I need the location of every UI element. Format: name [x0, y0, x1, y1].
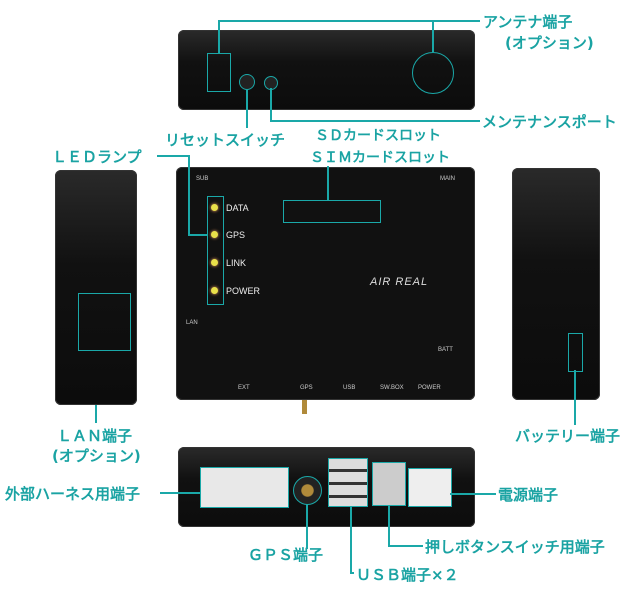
led-text: GPS	[226, 230, 246, 240]
led-text: LINK	[226, 258, 247, 268]
gps-connector	[293, 476, 322, 505]
led-data	[211, 204, 218, 211]
led-label: ＬＥＤランプ	[52, 148, 142, 166]
battery-highlight	[568, 333, 583, 372]
harness-connector	[200, 467, 289, 508]
led-gps	[211, 231, 218, 238]
antenna-label: アンテナ端子	[483, 13, 573, 31]
pushbutton-label: 押しボタンスイッチ用端子	[425, 538, 605, 556]
batt-text: BATT	[438, 347, 453, 353]
harness-label: 外部ハーネス用端子	[5, 485, 141, 503]
reset-label: リセットスイッチ	[165, 131, 286, 149]
battery-label: バッテリー端子	[515, 427, 621, 445]
port-text: GPS	[300, 385, 313, 391]
sd-label: ＳＤカードスロット	[315, 128, 441, 144]
device-front-view	[176, 167, 475, 400]
led-text: DATA	[226, 203, 249, 213]
antenna-left-highlight	[207, 53, 231, 92]
air-real-logo: AIR REAL	[370, 276, 429, 288]
reset-switch	[239, 74, 255, 90]
led-link	[211, 259, 218, 266]
device-right-side	[512, 168, 600, 400]
antenna-option-label: (オプション)	[505, 34, 594, 52]
sim-slot-highlight	[283, 200, 381, 223]
main-label: MAIN	[440, 176, 455, 182]
sim-label: ＳＩＭカードスロット	[310, 150, 450, 166]
port-text: USB	[343, 385, 356, 391]
power-label: 電源端子	[498, 486, 559, 504]
port-text: EXT	[238, 385, 250, 391]
lan-text: LAN	[186, 320, 198, 326]
maintenance-label: メンテナンスポート	[482, 113, 617, 131]
sub-label: SUB	[196, 176, 209, 182]
led-power	[211, 287, 218, 294]
port-text: POWER	[418, 385, 441, 391]
gps-port-label: ＧＰＳ端子	[248, 546, 324, 564]
led-text: POWER	[226, 286, 261, 296]
pushbutton-connector	[372, 462, 406, 506]
usb-label: ＵＳＢ端子×２	[356, 566, 459, 584]
antenna-right-highlight	[412, 52, 454, 94]
device-left-side	[55, 170, 137, 405]
usb-connectors	[328, 458, 368, 507]
lan-highlight	[78, 293, 131, 351]
lan-label: ＬＡＮ端子	[57, 427, 133, 445]
port-text: SW.BOX	[380, 385, 404, 391]
power-connector	[408, 468, 452, 507]
led-highlight	[207, 196, 224, 305]
lan-option-label: (オプション)	[52, 447, 141, 465]
